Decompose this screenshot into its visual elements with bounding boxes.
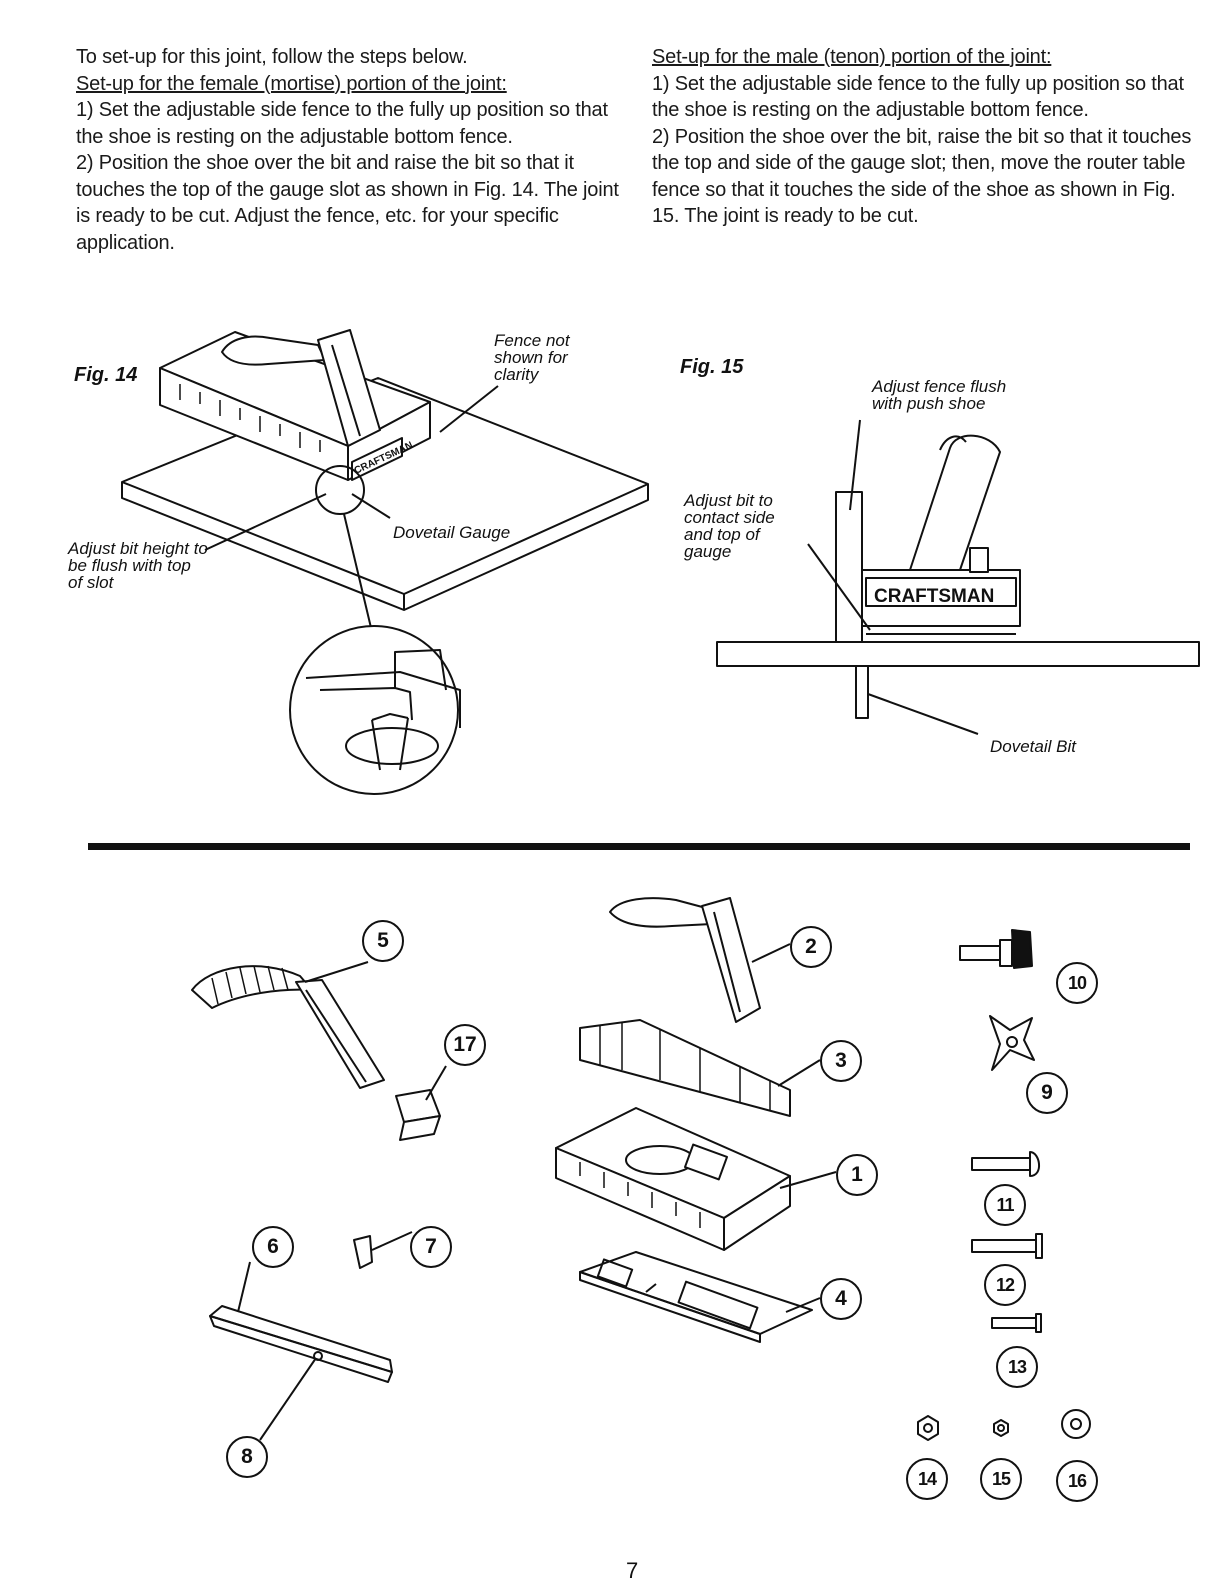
fig14-drawing: CRAFTSMAN <box>121 329 649 795</box>
part-number-15: 15 <box>980 1458 1022 1500</box>
part-number-1: 1 <box>836 1154 878 1196</box>
part-number-4: 4 <box>820 1278 862 1320</box>
fig14-label: Fig. 14 <box>74 364 138 386</box>
part-number-13: 13 <box>996 1346 1038 1388</box>
fig15-callout-dovetail: Dovetail Bit <box>990 737 1076 756</box>
part-number-7: 7 <box>410 1226 452 1268</box>
fig15-drawing: CRAFTSMAN <box>716 419 1200 735</box>
fig15-callout-bit: Adjust bit to contact side and top of ga… <box>684 491 775 561</box>
right-text-column: Set-up for the male (tenon) portion of t… <box>652 44 1200 230</box>
page-number: 7 <box>626 1558 639 1583</box>
tenon-heading: Set-up for the male (tenon) portion of t… <box>652 46 1052 68</box>
parts-drawing <box>191 897 1091 1441</box>
part-number-16: 16 <box>1056 1460 1098 1502</box>
mortise-heading: Set-up for the female (mortise) portion … <box>76 72 507 95</box>
part-number-14: 14 <box>906 1458 948 1500</box>
part-number-10: 10 <box>1056 962 1098 1004</box>
tenon-step-2: 2) Position the shoe over the bit, raise… <box>652 125 1192 228</box>
mortise-step-2: 2) Position the shoe over the bit and ra… <box>76 152 619 254</box>
fig14-callout-gauge: Dovetail Gauge <box>393 523 511 542</box>
section-divider <box>88 843 1190 850</box>
left-text-column: To set-up for this joint, follow the ste… <box>76 44 624 256</box>
intro-text: To set-up for this joint, follow the ste… <box>76 46 468 68</box>
fig15-callout-fence: Adjust fence flush with push shoe <box>872 377 1007 413</box>
fig14-callout-bit: Adjust bit height to be flush with top o… <box>68 539 208 592</box>
fig14-callout-fence: Fence not shown for clarity <box>494 331 570 384</box>
part-number-17: 17 <box>444 1024 486 1066</box>
part-number-2: 2 <box>790 926 832 968</box>
part-number-5: 5 <box>362 920 404 962</box>
part-number-6: 6 <box>252 1226 294 1268</box>
part-number-12: 12 <box>984 1264 1026 1306</box>
part-number-9: 9 <box>1026 1072 1068 1114</box>
part-number-11: 11 <box>984 1184 1026 1226</box>
mortise-step-1: 1) Set the adjustable side fence to the … <box>76 99 608 148</box>
part-number-3: 3 <box>820 1040 862 1082</box>
part-number-8: 8 <box>226 1436 268 1478</box>
fig15-brand: CRAFTSMAN <box>874 586 994 607</box>
tenon-step-1: 1) Set the adjustable side fence to the … <box>652 72 1184 122</box>
fig15-label: Fig. 15 <box>680 356 744 378</box>
